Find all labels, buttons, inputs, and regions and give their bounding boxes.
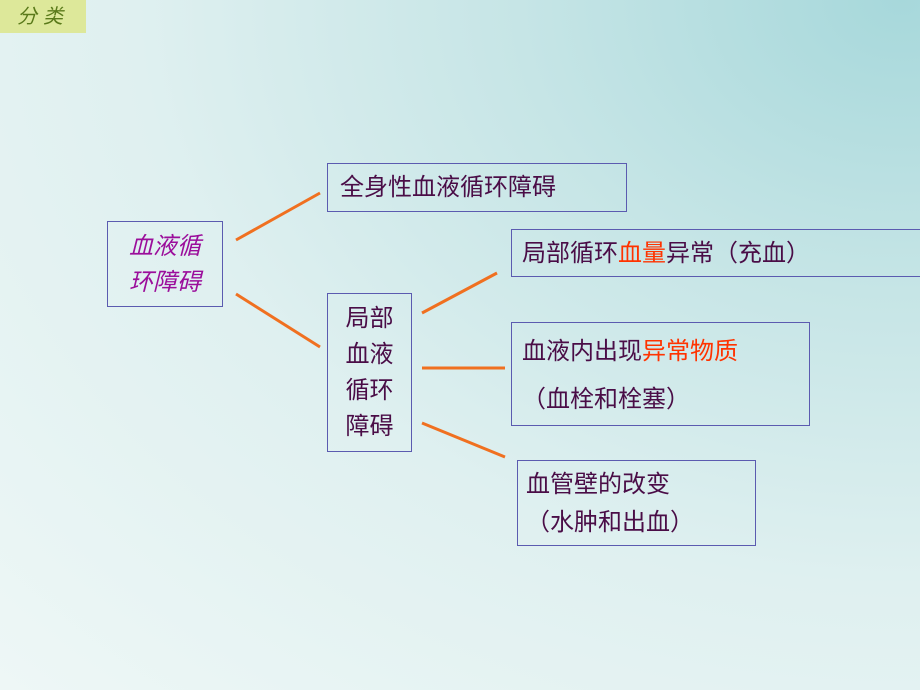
node-local-line-2: 血液: [345, 340, 394, 368]
node-blood-volume-pre: 局部循环: [522, 239, 618, 267]
root-line-2: 环障碍: [129, 268, 201, 296]
node-substance-line-2: （血栓和栓塞）: [522, 385, 690, 413]
connector-root-to-whole: [235, 191, 321, 242]
connector-local-to-wall: [421, 421, 506, 459]
node-local-line-4: 障碍: [345, 412, 394, 440]
node-substance-highlight: 异常物质: [642, 337, 738, 365]
node-local-line-3: 循环: [345, 376, 394, 404]
node-blood-volume-highlight: 血量: [618, 239, 666, 267]
node-abnormal-substance: 血液内出现异常物质 （血栓和栓塞）: [511, 322, 810, 426]
node-blood-volume-post: 异常（充血）: [666, 239, 810, 267]
node-systemic: 全身性血液循环障碍: [327, 163, 627, 212]
node-vessel-wall: 血管壁的改变 （水肿和出血）: [517, 460, 756, 546]
root-line-1: 血液循: [129, 232, 201, 260]
node-wall-line-2: （水肿和出血）: [526, 508, 694, 536]
node-local-line-1: 局部: [345, 304, 394, 332]
node-local: 局部 血液 循环 障碍: [327, 293, 412, 452]
node-substance-pre: 血液内出现: [522, 337, 642, 365]
connector-root-to-local: [235, 292, 321, 349]
root-node: 血液循 环障碍: [107, 221, 223, 307]
node-substance-line-1: 血液内出现异常物质: [522, 327, 809, 375]
connector-local-to-volume: [421, 271, 498, 315]
node-systemic-label: 全身性血液循环障碍: [340, 173, 556, 201]
category-tag: 分类: [0, 0, 86, 33]
node-wall-line-1: 血管壁的改变: [526, 470, 670, 498]
node-blood-volume: 局部循环血量异常（充血）: [511, 229, 920, 277]
